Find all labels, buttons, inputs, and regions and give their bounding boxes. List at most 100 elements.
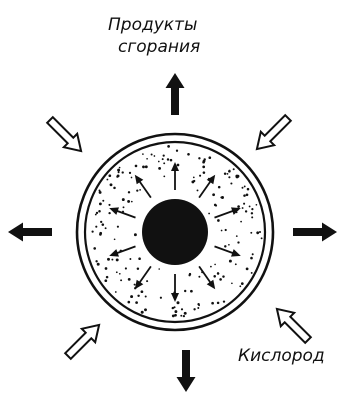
stipple-dot [120, 279, 122, 281]
stipple-dot [128, 301, 131, 304]
stipple-dot [105, 227, 107, 229]
stipple-dot [92, 231, 94, 233]
stipple-dot [108, 204, 110, 206]
stipple-dot [93, 247, 96, 250]
stipple-dot [95, 226, 97, 228]
stipple-dot [100, 221, 102, 223]
stipple-dot [163, 176, 165, 178]
inner-arrow-head [109, 207, 119, 215]
products-label-line1: Продукты [108, 15, 197, 35]
inner-arrow-head [231, 207, 241, 215]
stipple-dot [141, 290, 144, 293]
stipple-dot [237, 241, 239, 243]
stipple-dot [198, 157, 200, 159]
inflow-arrow-bottom-left [65, 325, 99, 359]
stipple-dot [135, 165, 138, 168]
stipple-dot [145, 295, 147, 297]
stipple-dot [251, 216, 253, 218]
stipple-dot [217, 219, 220, 222]
inner-arrow-shaft [115, 210, 136, 218]
fuel-droplet [142, 199, 208, 265]
stipple-dot [225, 229, 227, 231]
stipple-dot [229, 170, 231, 172]
stipple-dot [95, 214, 97, 216]
stipple-dot [236, 235, 238, 237]
stipple-dot [180, 315, 182, 317]
stipple-dot [127, 200, 130, 203]
stipple-dot [220, 196, 222, 198]
stipple-dot [197, 307, 199, 309]
stipple-dot [224, 172, 226, 174]
stipple-dot [190, 290, 193, 293]
stipple-dot [114, 238, 116, 240]
stipple-dot [97, 263, 100, 266]
stipple-dot [139, 189, 141, 191]
stipple-dot [108, 174, 111, 177]
stipple-dot [184, 290, 186, 292]
stipple-dot [107, 258, 110, 261]
stipple-dot [129, 258, 131, 260]
stipple-dot [189, 273, 191, 275]
stipple-dot [193, 177, 195, 179]
stipple-dot [154, 155, 156, 157]
stipple-dot [197, 303, 199, 305]
stipple-dot [110, 183, 113, 186]
inner-arrow-shaft [199, 180, 212, 198]
stipple-dot [227, 173, 229, 175]
stipple-dot [246, 193, 249, 196]
stipple-dot [117, 174, 120, 177]
stipple-dot [99, 233, 102, 236]
inner-arrow-shaft [199, 266, 212, 284]
stipple-dot [138, 257, 141, 260]
stipple-dot [228, 244, 230, 246]
inner-arrow-shaft [215, 210, 236, 218]
stipple-dot [122, 171, 124, 173]
stipple-dot [117, 169, 120, 172]
stipple-dot [242, 207, 244, 209]
inner-arrow-shaft [115, 246, 136, 254]
stipple-dot [128, 191, 130, 193]
stipple-dot [134, 284, 136, 286]
stipple-dot [184, 312, 187, 315]
stipple-dot [163, 162, 165, 164]
stipple-dot [231, 282, 233, 284]
stipple-dot [102, 223, 105, 226]
stipple-dot [243, 194, 246, 197]
stipple-dot [242, 187, 244, 189]
stipple-dot [142, 165, 145, 168]
inner-arrow-head [207, 280, 216, 290]
stipple-dot [106, 276, 109, 279]
stipple-dot [252, 253, 254, 255]
inner-arrow-head [231, 249, 241, 257]
stipple-dot [146, 280, 148, 282]
stipple-dot [236, 175, 239, 178]
stipple-dot [256, 231, 259, 234]
oxygen-label: Кислород [238, 346, 325, 366]
stipple-dot [172, 314, 175, 317]
stipple-dot [187, 153, 190, 156]
outflow-arrow-right [293, 223, 337, 242]
stipple-dot [111, 259, 113, 261]
stipple-dot [203, 158, 205, 160]
inner-arrow-head [135, 175, 144, 185]
stipple-dot [137, 267, 139, 269]
inner-arrow-shaft [138, 266, 151, 284]
stipple-dot [145, 165, 148, 168]
stipple-dot [163, 155, 165, 157]
stipple-dot [158, 167, 161, 170]
stipple-dot [230, 182, 232, 184]
stipple-dot [213, 193, 215, 195]
outflow-arrow-down [177, 350, 196, 392]
stipple-dot [130, 295, 133, 298]
stipple-dot [222, 275, 224, 277]
stipple-dot [259, 231, 261, 233]
stipple-dot [177, 164, 180, 167]
stipple-dot [108, 212, 110, 214]
stipple-dot [183, 315, 185, 317]
inner-arrow-head [171, 293, 179, 302]
inflow-arrow-top-right [257, 115, 291, 149]
stipple-dot [95, 260, 97, 262]
stipple-dot [99, 202, 102, 205]
stipple-dot [233, 168, 235, 170]
stipple-dot [131, 177, 133, 179]
